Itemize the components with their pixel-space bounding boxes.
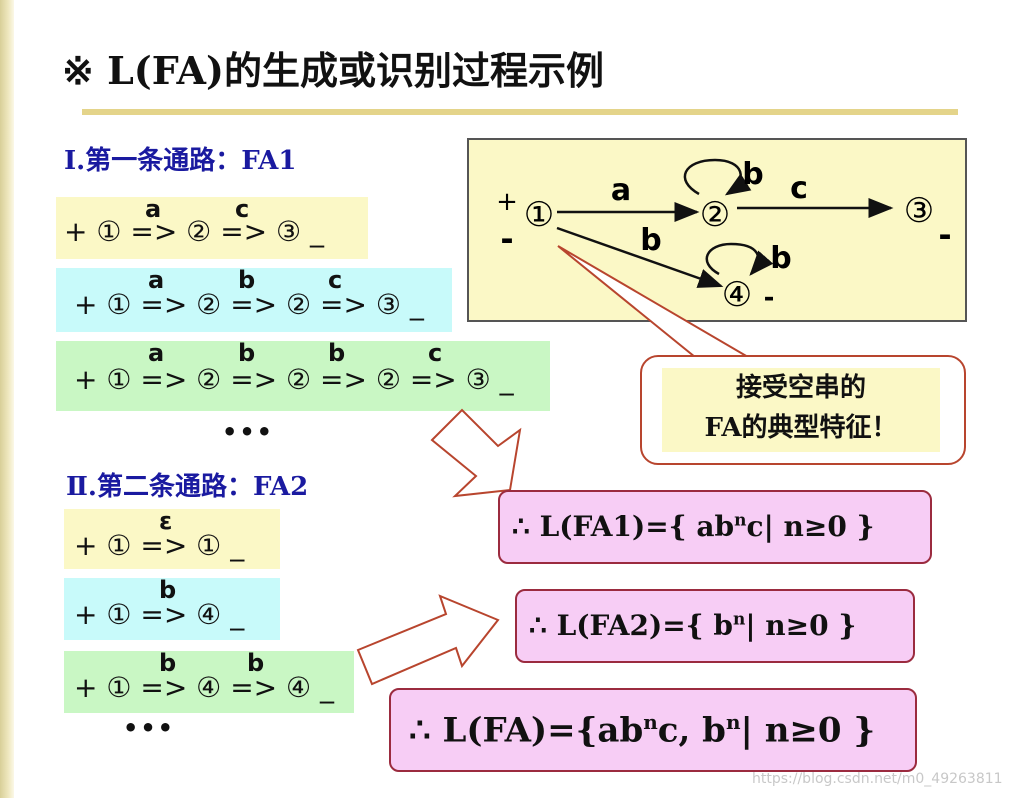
section2-heading: Ⅱ.第二条通路：FA2: [66, 472, 309, 502]
derivation-sequence: + ① => ② => ③ _: [64, 215, 325, 248]
transition-label: b: [238, 339, 256, 367]
result-fa1-suffix: c| n≥0 }: [746, 510, 875, 543]
derivation-sequence: + ① => ④ => ④ _: [74, 671, 335, 704]
transition-label: b: [159, 576, 177, 604]
result-fa-sup1: n: [643, 710, 658, 734]
big-arrow-upper: [430, 408, 522, 498]
state-1-final-mark: -: [500, 220, 513, 258]
transition-label: a: [148, 266, 165, 294]
transition-label: c: [428, 339, 443, 367]
result-fa-text: ∴ L(FA)={abnc, bn| n≥0 }: [409, 710, 875, 750]
edge-label: b: [770, 241, 791, 276]
derivation-sequence: + ① => ② => ② => ② => ③ _: [74, 363, 514, 396]
watermark: https://blog.csdn.net/m0_49263811: [752, 771, 1003, 787]
result-fa: ∴ L(FA)={abnc, bn| n≥0 }: [389, 688, 917, 772]
result-fa-prefix: ∴ L(FA)={ab: [409, 710, 644, 751]
self-loop-2: [683, 158, 752, 196]
fa2-row-1: ε + ① => ① _: [64, 507, 280, 569]
state-3: ③: [904, 191, 934, 231]
result-fa2-suffix: | n≥0 }: [745, 609, 857, 642]
fa-state-diagram: ① + - ② ③ - ④ - a b c b b: [467, 138, 967, 322]
fa1-row-2: a b c + ① => ② => ② => ③ _: [56, 266, 452, 332]
result-fa2: ∴ L(FA2)={ bn| n≥0 }: [515, 589, 915, 663]
result-fa1-prefix: ∴ L(FA1)={ ab: [512, 510, 735, 543]
transition-label: b: [247, 649, 265, 677]
edge-label: a: [611, 173, 631, 208]
section1-heading: Ⅰ.第一条通路：FA1: [64, 146, 297, 176]
callout-line-2: FA的典型特征！: [704, 413, 898, 443]
derivation-sequence: + ① => ② => ② => ③ _: [74, 288, 424, 321]
edge-label: b: [742, 157, 763, 192]
result-fa-suffix: | n≥0 }: [740, 710, 876, 751]
fa1-row-1: a c + ① => ② => ③ _: [56, 195, 368, 259]
fa2-row-3: b b + ① => ④ => ④ _: [64, 649, 354, 713]
state-3-final-mark: -: [938, 216, 951, 254]
callout-box: 接受空串的 FA的典型特征！: [640, 355, 966, 465]
ellipsis: •••: [222, 418, 275, 446]
state-4: ④: [722, 275, 752, 315]
state-1-start-mark: +: [496, 187, 518, 217]
result-fa-sup2: n: [725, 710, 741, 734]
fa-diagram-svg: ① + - ② ③ - ④ - a b c b b: [496, 157, 952, 315]
state-1: ①: [524, 195, 554, 235]
derivation-sequence: + ① => ① _: [74, 529, 245, 562]
edge-label: b: [640, 223, 661, 258]
big-arrow-lower: [356, 594, 500, 686]
callout-text: 接受空串的 FA的典型特征！: [662, 368, 940, 452]
ellipsis: •••: [123, 714, 176, 742]
result-fa-mid: c, b: [657, 710, 726, 751]
transition-label: b: [238, 266, 256, 294]
transition-label: a: [145, 195, 162, 223]
result-fa1-sup: n: [734, 510, 747, 531]
title-underline: [82, 109, 958, 115]
result-fa1-text: ∴ L(FA1)={ abnc| n≥0 }: [512, 510, 875, 543]
result-fa1: ∴ L(FA1)={ abnc| n≥0 }: [498, 490, 932, 564]
transition-label: c: [328, 266, 343, 294]
transition-label: b: [159, 649, 177, 677]
transition-label: c: [235, 195, 250, 223]
result-fa2-prefix: ∴ L(FA2)={ b: [529, 609, 733, 642]
transition-label: b: [328, 339, 346, 367]
callout-line-1: 接受空串的: [735, 373, 866, 403]
derivation-sequence: + ① => ④ _: [74, 598, 245, 631]
transition-label: a: [148, 339, 165, 367]
transition-label: ε: [159, 507, 173, 535]
edge-1-to-4: [556, 226, 724, 288]
result-fa2-sup: n: [732, 609, 746, 630]
fa1-row-3: a b b c + ① => ② => ② => ② => ③ _: [56, 339, 550, 411]
result-fa2-text: ∴ L(FA2)={ bn| n≥0 }: [529, 609, 856, 642]
left-decorative-bar: [0, 0, 14, 798]
state-2: ②: [700, 195, 730, 235]
fa2-row-2: b + ① => ④ _: [64, 576, 280, 640]
edge-label: c: [790, 171, 808, 206]
state-4-final-mark: -: [764, 283, 775, 313]
self-loop-4: [705, 242, 774, 276]
page-title: ※ L(FA)的生成或识别过程示例: [62, 48, 604, 93]
